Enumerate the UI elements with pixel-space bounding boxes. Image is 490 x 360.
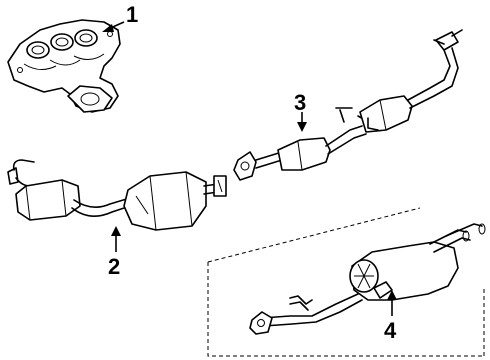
rear-muffler-tailpipe-icon xyxy=(207,207,486,357)
callout-label-3: 3 xyxy=(294,90,306,115)
callout-arrow-4 xyxy=(387,290,397,316)
callout-arrow-3 xyxy=(297,112,307,132)
callout-arrow-1 xyxy=(102,21,125,32)
callout-label-4: 4 xyxy=(384,318,397,343)
front-pipe-catalytic-converter-icon xyxy=(7,159,227,231)
callout-arrow-2 xyxy=(111,226,121,252)
exhaust-manifold-icon xyxy=(7,19,121,113)
callout-label-1: 1 xyxy=(126,2,138,27)
callout-label-2: 2 xyxy=(108,254,120,279)
intermediate-pipe-resonator-icon xyxy=(233,29,463,181)
